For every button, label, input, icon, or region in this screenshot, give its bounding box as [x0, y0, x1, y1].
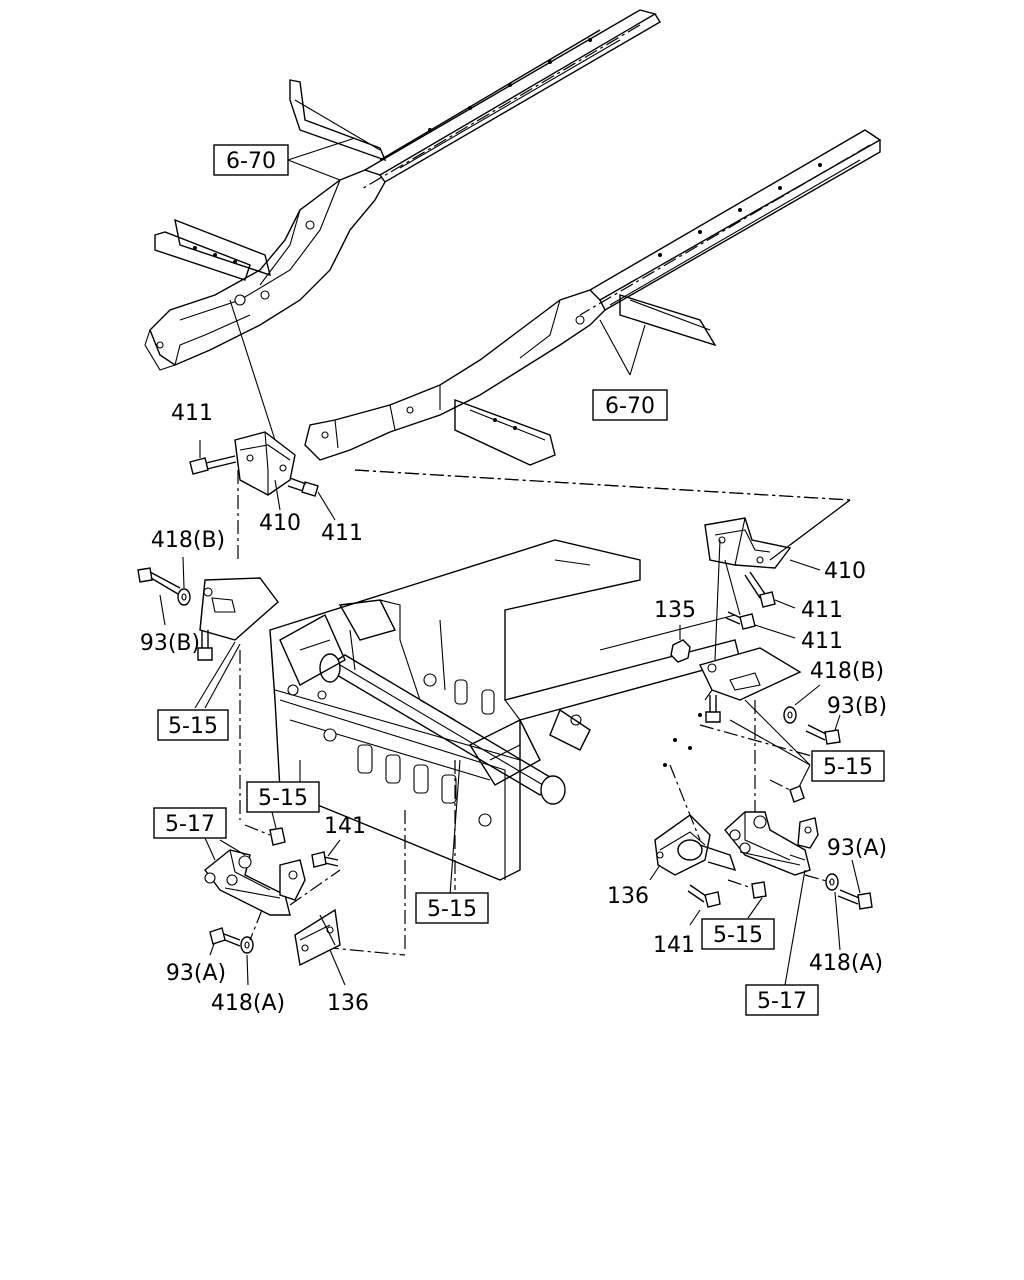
label-ref-5-15-left: 5-15	[157, 709, 229, 741]
bolt-411-right-b	[725, 611, 796, 639]
label-part-135: 135	[654, 598, 696, 623]
label-ref-5-15-right-small: 5-15	[701, 918, 775, 950]
svg-text:6-70: 6-70	[605, 394, 655, 419]
svg-text:5-15: 5-15	[427, 897, 477, 922]
label-part-418a-left: 418(A)	[211, 991, 285, 1016]
label-ref-5-17-right: 5-17	[745, 984, 819, 1016]
dash-141-left	[289, 869, 341, 906]
mount-5-17-left	[204, 839, 291, 916]
label-part-411-c: 411	[801, 598, 843, 623]
leader-5-15-left	[194, 641, 241, 709]
svg-text:5-15: 5-15	[258, 786, 308, 811]
label-part-411-a: 411	[171, 401, 213, 426]
svg-text:5-15: 5-15	[168, 714, 218, 739]
label-part-136-right: 136	[607, 884, 649, 909]
label-part-418b-right: 418(B)	[810, 659, 884, 684]
bolt-411-right-a	[744, 571, 796, 609]
bolt-141-left	[311, 839, 341, 868]
bolt-411-upper-left	[189, 440, 237, 475]
washer-418a-right	[825, 873, 841, 951]
leader-6-70	[287, 137, 646, 376]
label-part-93a-right: 93(A)	[827, 836, 887, 861]
svg-text:5-15: 5-15	[823, 755, 873, 780]
washer-418a-left	[240, 936, 254, 986]
leader-5-15-center	[449, 759, 461, 896]
label-part-418b-left: 418(B)	[151, 528, 225, 553]
plate-136-left	[294, 908, 346, 986]
label-part-141-left: 141	[324, 814, 366, 839]
bolt-411-lower-left	[287, 477, 336, 521]
chassis-slots	[323, 673, 495, 827]
label-part-93b-left: 93(B)	[140, 631, 200, 656]
label-ref-5-15-center: 5-15	[415, 892, 489, 924]
svg-text:5-15: 5-15	[713, 923, 763, 948]
label-ref-5-15-left-small: 5-15	[246, 781, 320, 813]
upper-left-frame-rail	[144, 9, 661, 371]
label-ref-6-70-b: 6-70	[592, 389, 668, 421]
upper-left-crossmember	[154, 79, 387, 281]
center-crossmember	[279, 599, 591, 805]
leader-5-17-left	[204, 837, 216, 861]
label-part-411-b: 411	[321, 521, 363, 546]
label-part-411-d: 411	[801, 629, 843, 654]
label-part-93b-right: 93(B)	[827, 694, 887, 719]
plate-right	[699, 647, 802, 701]
svg-text:5-17: 5-17	[165, 812, 215, 837]
label-part-136-left: 136	[327, 991, 369, 1016]
mount-5-17-right	[724, 811, 811, 876]
plate-left	[199, 577, 279, 641]
stud-left	[197, 630, 213, 661]
label-part-410-left: 410	[259, 511, 301, 536]
upper-right-frame-rail	[304, 129, 882, 461]
bracket-410-left	[229, 299, 296, 496]
leader-5-17-right	[784, 869, 806, 986]
svg-text:6-70: 6-70	[226, 149, 276, 174]
stud-right	[705, 695, 721, 723]
bolt-5-15-left-small	[244, 811, 286, 846]
label-ref-5-15-right: 5-15	[811, 750, 885, 782]
label-ref-6-70-a: 6-70	[213, 144, 289, 176]
mount-136-right	[649, 814, 737, 881]
bolt-5-15-right-lower	[727, 879, 767, 919]
label-part-410-right: 410	[824, 559, 866, 584]
leader-411-right	[724, 559, 741, 616]
washer-418b-left	[177, 556, 191, 606]
bolt-141-right	[687, 884, 721, 926]
leader-5-15-right	[729, 699, 811, 796]
bolt-93b-right	[805, 714, 841, 745]
label-part-418a-right: 418(A)	[809, 951, 883, 976]
label-ref-5-17-left: 5-17	[153, 807, 227, 839]
bolt-93a-left	[209, 927, 241, 956]
label-part-93a-left: 93(A)	[166, 961, 226, 986]
bolt-93a-right	[837, 859, 873, 910]
bolt-5-15-right-upper	[769, 779, 805, 803]
bracket-rubber-left	[279, 859, 306, 901]
rail-holes-b	[658, 163, 822, 257]
center-dash-lines	[299, 469, 851, 956]
dash-136-right	[669, 764, 701, 841]
dash-93a-right	[804, 874, 831, 883]
leader-410-left	[274, 479, 281, 511]
chassis-small-holes	[663, 713, 702, 767]
bracket-rubber-right	[789, 817, 819, 861]
nut-135	[670, 625, 691, 663]
svg-text:5-17: 5-17	[757, 989, 807, 1014]
bolt-93b-left	[137, 567, 181, 595]
bracket-410-right	[704, 499, 851, 661]
label-part-141-right: 141	[653, 933, 695, 958]
rail-holes-a	[428, 38, 592, 132]
upper-right-crossmember	[454, 294, 717, 466]
dash-93a-left	[249, 909, 263, 941]
leader-93b-left	[159, 594, 166, 626]
washer-418b-right	[783, 684, 821, 724]
